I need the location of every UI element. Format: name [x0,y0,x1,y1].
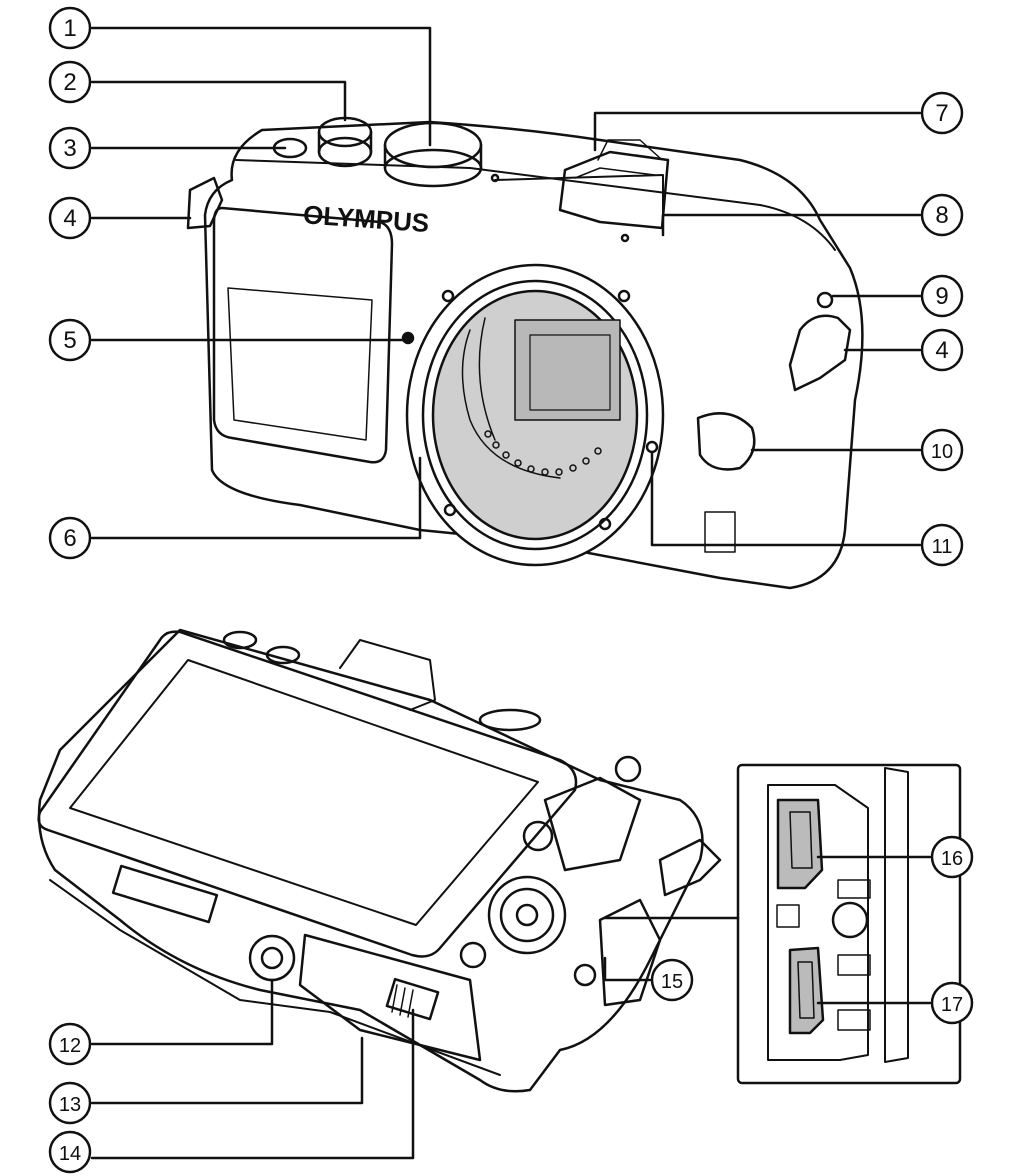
connector-cover [598,898,662,1007]
callout-6: 6 [48,516,92,560]
callout-9: 9 [920,274,964,318]
self-timer-lamp [816,291,834,309]
callout-11-label: 11 [932,536,953,558]
callout-14: 14 [48,1130,92,1174]
brand-logo-text: OLYMPUS [302,199,430,238]
callout-11: 11 [920,523,964,567]
callout-2: 2 [48,60,92,104]
callout-13: 13 [48,1081,92,1125]
callout-6-label: 6 [63,525,76,552]
callout-16: 16 [930,835,974,879]
callout-14-label: 14 [59,1143,81,1165]
callout-4-right-label: 4 [935,337,948,364]
hot-shoe [558,150,670,230]
callout-16-label: 16 [941,848,963,870]
camera-back-illustration [37,628,722,1093]
callout-10: 10 [920,428,964,472]
tripod-socket [248,934,296,982]
strap-eyelet-left [186,176,224,230]
callout-12-label: 12 [59,1035,81,1057]
callout-4-right: 4 [920,328,964,372]
mount-contacts [484,430,602,476]
callout-17: 17 [930,981,974,1025]
control-wheel [487,875,567,955]
connector-inset [736,763,962,1085]
front-grip [212,206,394,464]
callout-15-label: 15 [661,971,683,993]
lens-release-button [696,412,756,471]
inset-frame [736,763,962,1085]
callout-8: 8 [920,193,964,237]
usb-av-port [788,946,825,1035]
back-leader-lines [90,855,932,1160]
callout-10-label: 10 [931,441,953,463]
rear-monitor [37,630,578,958]
callout-2-label: 2 [63,69,76,96]
hdmi-port [776,798,824,890]
callout-13-label: 13 [59,1094,81,1116]
mount-index-dot [401,331,415,345]
callout-markers: 1 2 3 4 4 5 6 7 8 9 10 11 12 13 14 15 16… [48,6,974,1174]
strap-eyelet-back [658,838,722,897]
front-leader-lines [90,26,922,547]
callout-7-label: 7 [935,100,948,127]
callout-1: 1 [48,6,92,50]
callout-8-label: 8 [935,202,948,229]
callout-5: 5 [48,318,92,362]
callout-7: 7 [920,91,964,135]
callout-12: 12 [48,1022,92,1066]
callout-5-label: 5 [63,327,76,354]
battery-compartment-cover [298,933,482,1062]
callout-15: 15 [650,958,694,1002]
camera-front-illustration: OLYMPUS [186,116,864,590]
callout-3: 3 [48,126,92,170]
strap-eyelet-right [788,314,852,392]
callout-1-label: 1 [63,15,76,42]
callout-17-label: 17 [941,994,963,1016]
image-sensor [514,319,621,421]
callout-4-left-label: 4 [63,205,76,232]
callout-3-label: 3 [63,135,76,162]
callout-4-left: 4 [48,196,92,240]
callout-9-label: 9 [935,283,948,310]
camera-body-front [203,120,864,590]
